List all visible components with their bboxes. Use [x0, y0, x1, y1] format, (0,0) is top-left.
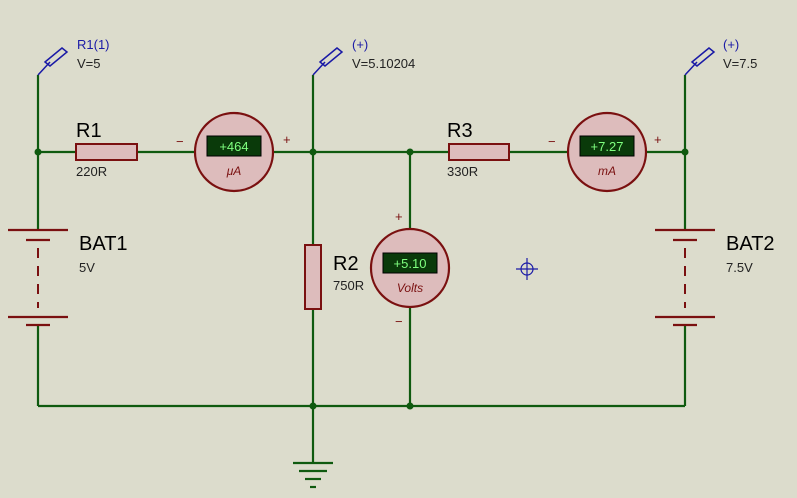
minus-terminal: − [548, 134, 556, 149]
minus-terminal: − [176, 134, 184, 149]
plus-terminal: + [283, 132, 291, 147]
ammeter-milliamp[interactable]: +7.27 mA − + [548, 111, 662, 193]
probe-voltage: V=5.10204 [352, 56, 415, 71]
meter-display [579, 135, 635, 157]
resistor-name: R3 [447, 120, 473, 142]
voltage-probe-3[interactable]: (+) V=7.5 [684, 37, 757, 76]
resistor-r2[interactable]: R2 750R [304, 244, 364, 310]
resistor-r3[interactable]: R3 330R [447, 120, 510, 179]
junctions [34, 148, 689, 410]
meter-unit: μA [226, 164, 242, 178]
probe-name: (+) [723, 37, 739, 52]
probe-voltage: V=5 [77, 56, 101, 71]
crosshair-cursor-icon [516, 258, 538, 280]
meter-display [382, 252, 438, 274]
battery-bat1[interactable]: BAT1 5V [8, 228, 128, 327]
meter-unit: mA [598, 164, 616, 178]
meter-reading: +5.10 [394, 256, 427, 271]
resistor-body [448, 143, 510, 161]
junction-dot [34, 148, 42, 156]
resistor-body [304, 244, 322, 310]
junction-dot [309, 148, 317, 156]
voltmeter[interactable]: +5.10 Volts + − [369, 209, 451, 329]
probe-arrow-icon [684, 47, 716, 76]
battery-bat2[interactable]: BAT2 7.5V [655, 228, 775, 327]
probe-arrow-icon [37, 47, 69, 76]
resistor-body [75, 143, 138, 161]
meter-unit: Volts [397, 281, 423, 295]
meter-display [206, 135, 262, 157]
voltage-probe-2[interactable]: (+) V=5.10204 [312, 37, 415, 76]
probe-name: (+) [352, 37, 368, 52]
minus-terminal: − [395, 314, 403, 329]
ground-symbol[interactable] [293, 461, 333, 489]
battery-name: BAT1 [79, 233, 128, 255]
junction-dot [406, 148, 414, 156]
voltage-probe-1[interactable]: R1(1) V=5 [37, 37, 110, 76]
junction-dot [309, 402, 317, 410]
resistor-value: 750R [333, 278, 364, 293]
resistor-name: R2 [333, 253, 359, 275]
junction-dot [406, 402, 414, 410]
resistor-value: 220R [76, 164, 107, 179]
battery-value: 7.5V [726, 260, 753, 275]
resistor-value: 330R [447, 164, 478, 179]
probe-arrow-icon [312, 47, 344, 76]
junction-dot [681, 148, 689, 156]
ammeter-microamp[interactable]: +464 μA − + [176, 111, 291, 193]
plus-terminal: + [654, 132, 662, 147]
battery-value: 5V [79, 260, 95, 275]
battery-name: BAT2 [726, 233, 775, 255]
plus-terminal: + [395, 209, 403, 224]
probe-name: R1(1) [77, 37, 110, 52]
resistor-name: R1 [76, 120, 102, 142]
meter-reading: +464 [219, 139, 248, 154]
probe-voltage: V=7.5 [723, 56, 757, 71]
meter-reading: +7.27 [591, 139, 624, 154]
resistor-r1[interactable]: R1 220R [75, 120, 138, 179]
wires [36, 75, 687, 462]
